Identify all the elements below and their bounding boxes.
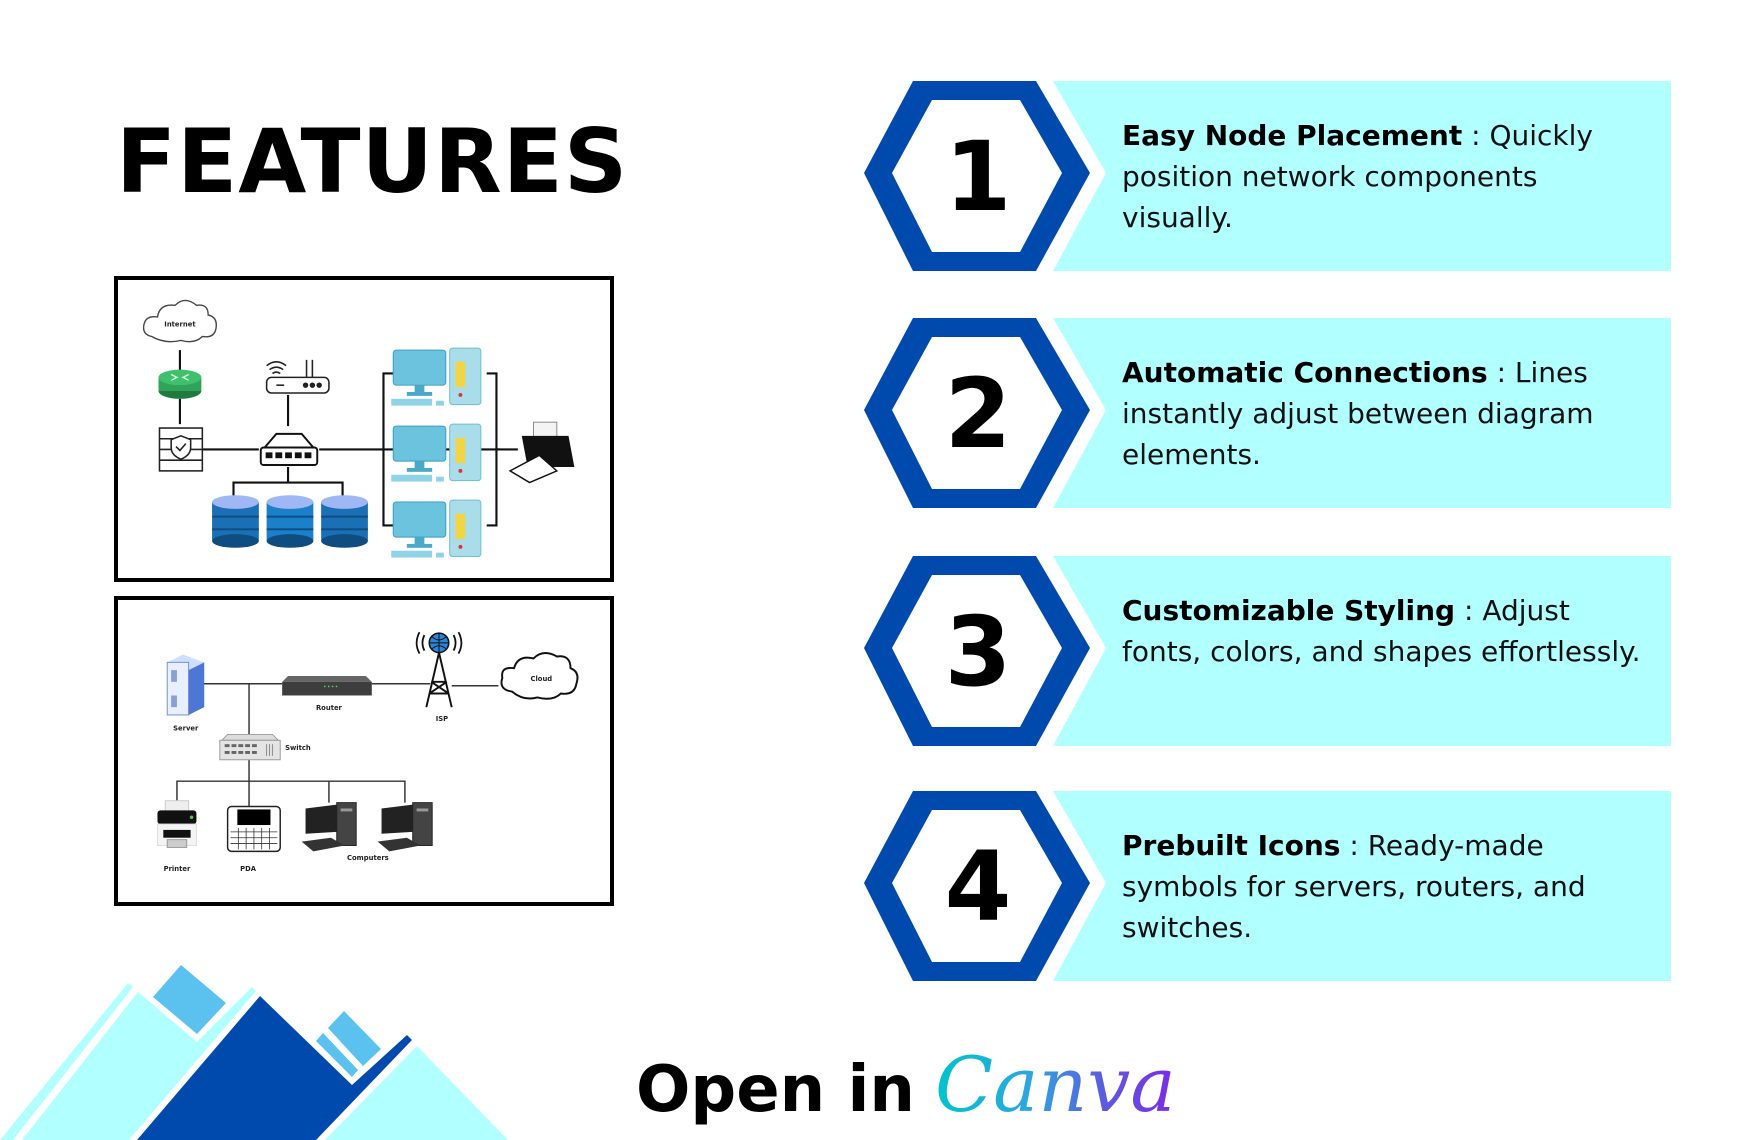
feature-item: 2 Automatic Connections : Lines instantl… [860, 318, 1680, 510]
mountain-light-right [325, 1046, 508, 1140]
switch-icon [219, 733, 281, 761]
feature-body: Lines instantly adjust between diagram e… [1122, 356, 1594, 471]
snow-cap-right [328, 1011, 381, 1066]
open-in-canva-button[interactable]: Open in Canva [636, 1040, 1176, 1130]
isp-network-illustration: Server Router ISP Cloud Switch [156, 631, 579, 873]
feature-hexagon-shape [864, 791, 1671, 981]
router-icon [282, 675, 372, 696]
isp-label: ISP [436, 715, 448, 723]
feature-body: Ready-made symbols for servers, routers,… [1122, 829, 1586, 944]
feature-panel-background [1053, 81, 1671, 271]
wifi-access-point-icon [265, 359, 330, 394]
router-label: Router [316, 704, 343, 712]
printer-icon [156, 800, 197, 848]
hexagon-inner [892, 575, 1062, 727]
internet-cloud-icon: Internet [142, 299, 217, 343]
feature-body: Quickly position network components visu… [1122, 119, 1593, 234]
feature-panel-background [1053, 318, 1671, 508]
mountain-strip-left [0, 983, 133, 1140]
isp-network-diagram: Server Router ISP Cloud Switch [114, 596, 614, 906]
computers-label: Computers [347, 854, 389, 862]
router-icon [158, 369, 202, 399]
printer-icon [508, 421, 575, 484]
server-icon [166, 654, 205, 716]
firewall-icon [158, 427, 204, 472]
feature-item: 1 Easy Node Placement : Quickly position… [860, 81, 1680, 273]
isp-tower-icon [415, 631, 463, 708]
computer-icon [391, 499, 482, 558]
page-title: FEATURES [116, 110, 629, 213]
server-label: Server [173, 725, 199, 733]
computer-icon [377, 802, 433, 852]
feature-description: Customizable Styling : Adjust fonts, col… [1122, 594, 1641, 668]
feature-panel-background [1053, 556, 1671, 746]
feature-heading: Automatic Connections [1122, 356, 1488, 389]
feature-panel-background [1053, 791, 1671, 981]
feature-heading: Easy Node Placement [1122, 119, 1463, 152]
snow-cap-small [316, 1033, 358, 1077]
feature-number: 4 [944, 831, 1012, 943]
open-in-label: Open in [636, 1053, 915, 1127]
printer-label: Printer [164, 865, 191, 873]
pda-label: PDA [240, 865, 257, 873]
feature-heading: Customizable Styling [1122, 594, 1456, 627]
feature-number: 2 [944, 358, 1012, 470]
feature-item: 4 Prebuilt Icons : Ready-made symbols fo… [860, 791, 1680, 983]
feature-number: 1 [944, 121, 1012, 233]
computer-icon [391, 347, 482, 406]
feature-number: 3 [944, 596, 1012, 708]
network-switch-icon [259, 432, 319, 467]
pda-icon [226, 805, 281, 853]
computer-icon [301, 802, 357, 852]
feature-heading: Prebuilt Icons [1122, 829, 1341, 862]
cloud-icon: Cloud [500, 652, 579, 700]
snow-cap-left [153, 965, 226, 1034]
feature-body: Adjust fonts, colors, and shapes effortl… [1122, 594, 1641, 668]
svg-text:Internet: Internet [164, 321, 196, 329]
feature-description: Automatic Connections : Lines instantly … [1122, 356, 1594, 471]
svg-text:Cloud: Cloud [530, 675, 552, 683]
feature-hexagon-shape [864, 318, 1671, 508]
database-icons [212, 495, 368, 548]
mountain-dark-center [137, 996, 412, 1140]
mountains-decoration [0, 965, 508, 1140]
office-network-diagram: Internet [114, 276, 614, 582]
switch-label: Switch [285, 744, 311, 752]
database-icon [266, 495, 314, 548]
feature-description: Prebuilt Icons : Ready-made symbols for … [1122, 829, 1586, 944]
office-network-illustration: Internet [142, 299, 575, 558]
database-icon [321, 495, 368, 548]
hexagon-inner [892, 810, 1062, 962]
connection-lines [176, 683, 499, 807]
feature-item: 3 Customizable Styling : Adjust fonts, c… [860, 556, 1680, 748]
computer-icon [391, 423, 482, 482]
feature-description: Easy Node Placement : Quickly position n… [1122, 119, 1593, 234]
database-icon [212, 495, 259, 548]
feature-hexagon-shape [864, 556, 1671, 746]
feature-hexagon-shape [864, 81, 1671, 271]
mountain-light-left [22, 987, 256, 1140]
hexagon-inner [892, 100, 1062, 252]
canva-logo: Canva [934, 1040, 1176, 1129]
computer-icons [391, 347, 482, 558]
hexagon-inner [892, 337, 1062, 489]
